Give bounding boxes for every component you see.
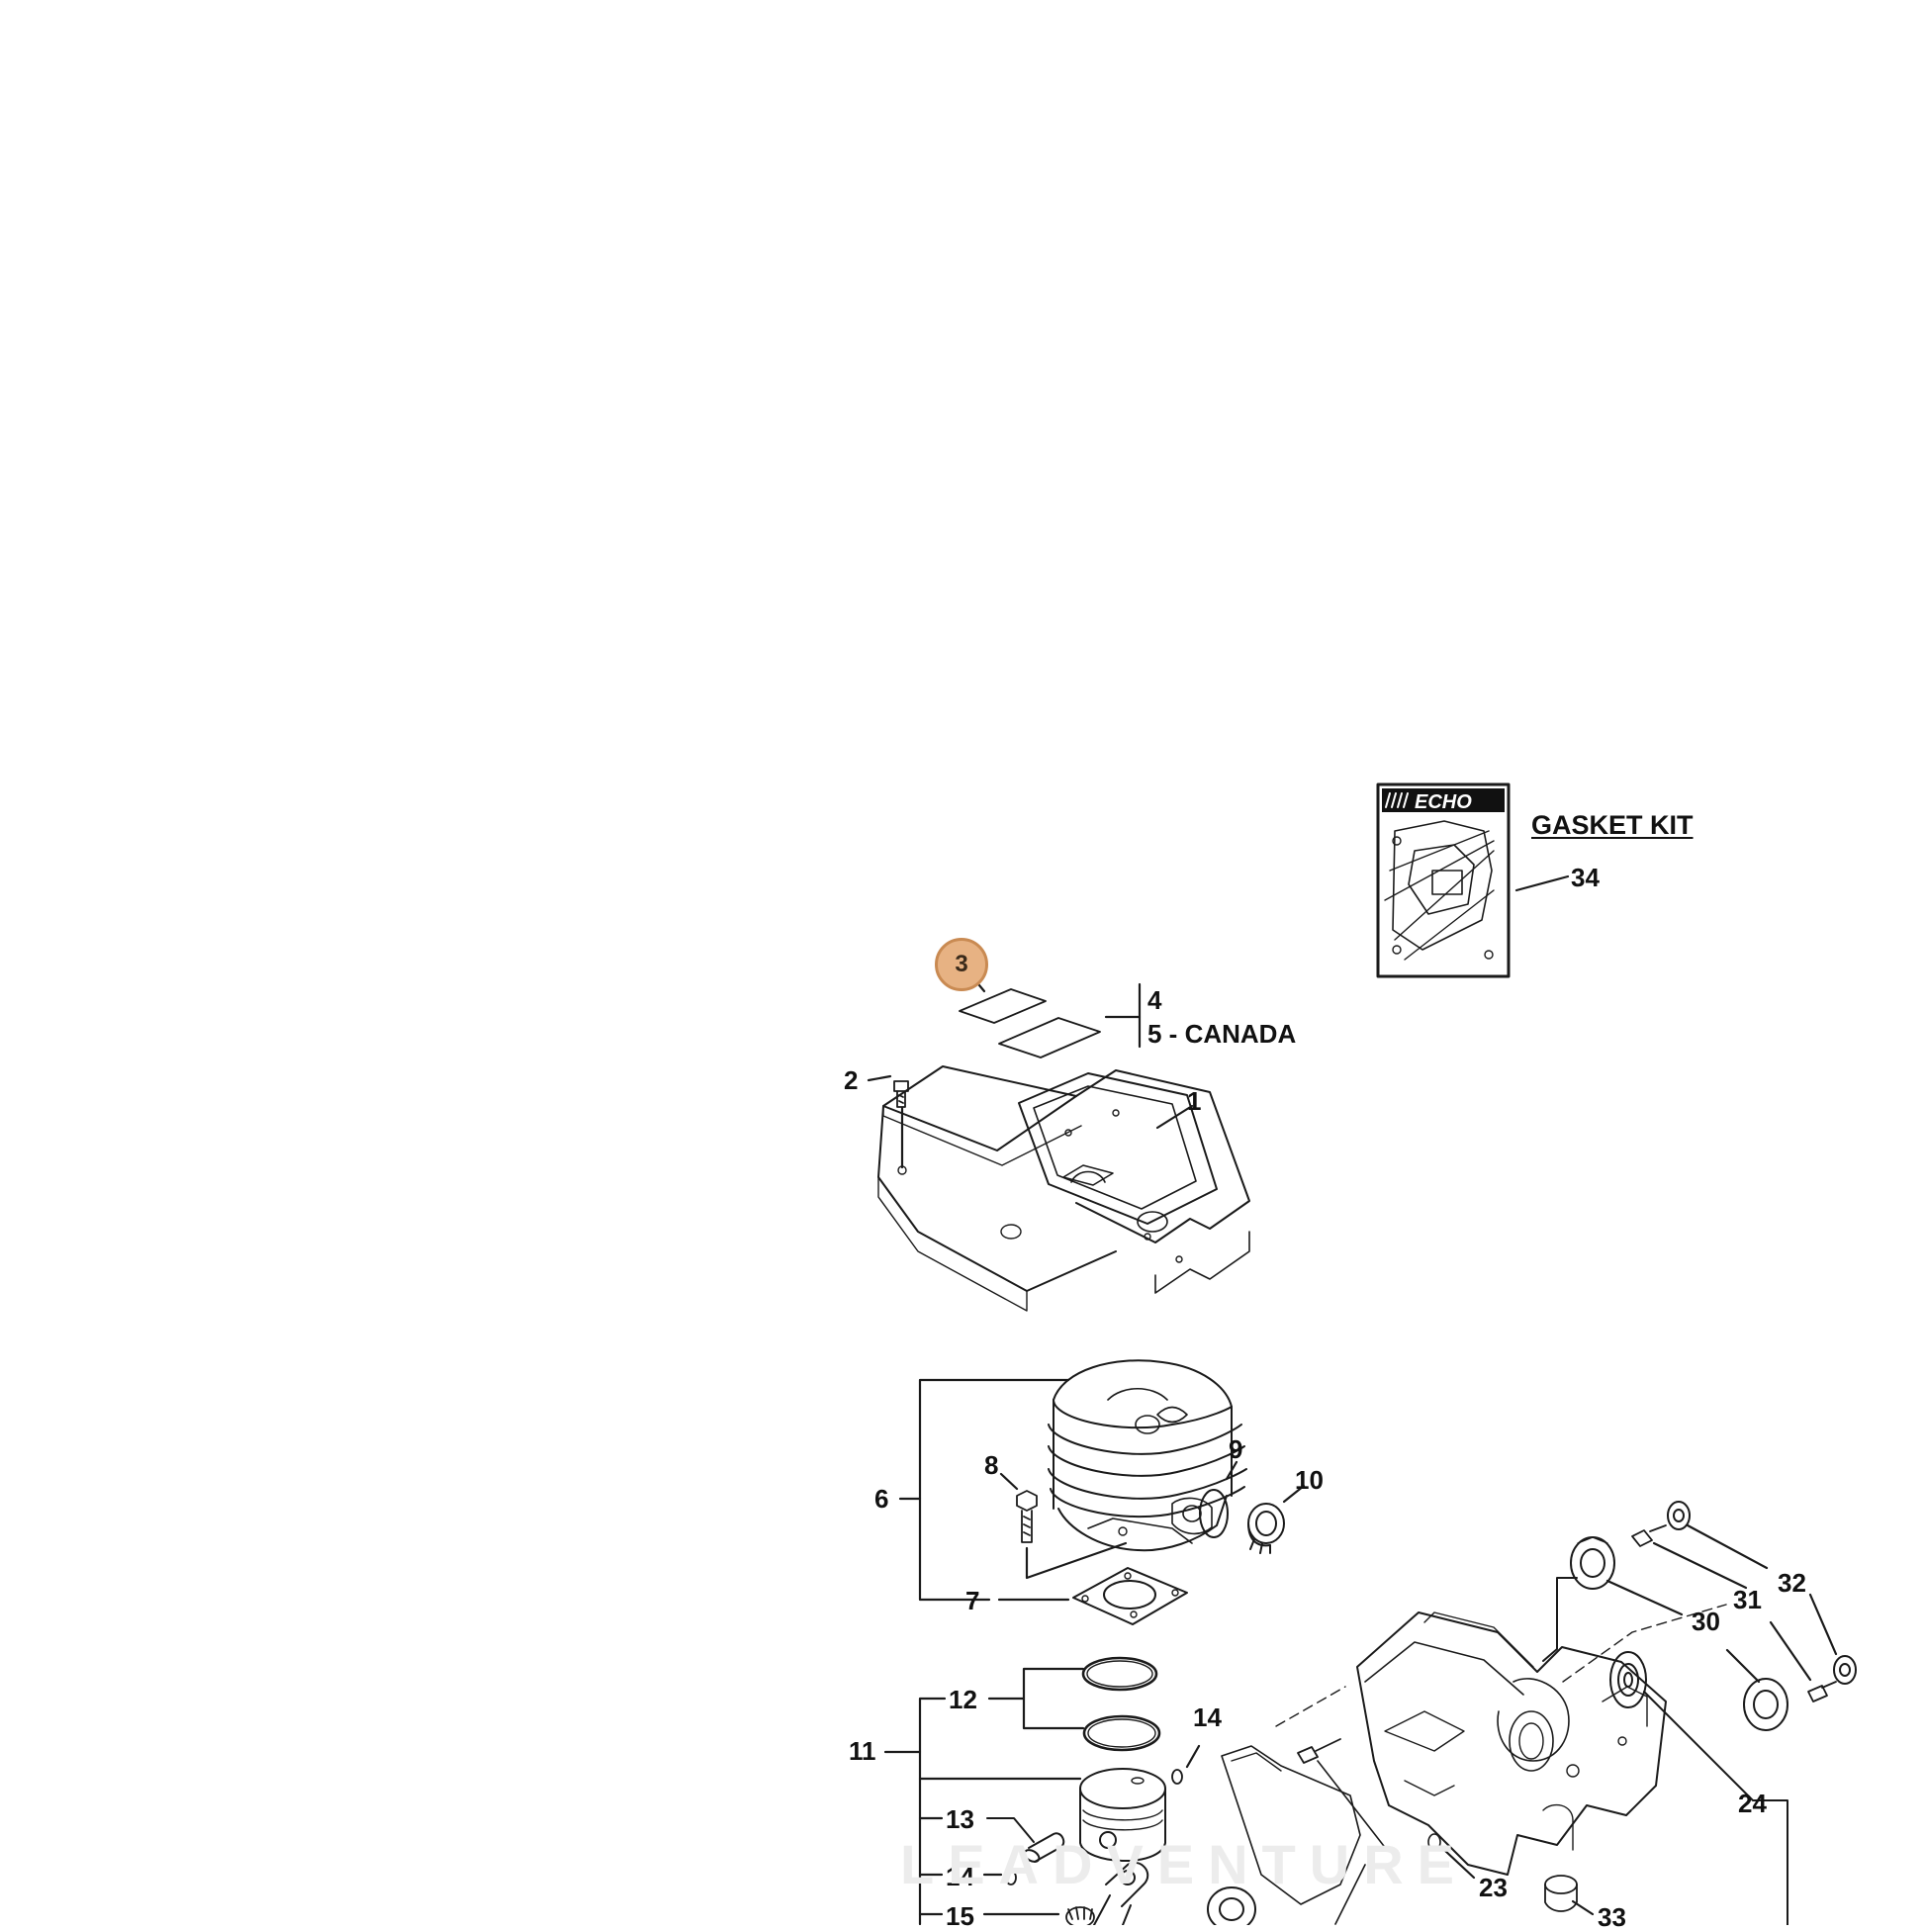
gasket-kit-icon: ECHO <box>1376 782 1511 978</box>
cylinder-6 <box>1048 1359 1247 1552</box>
echo-logo-text: ECHO <box>1415 791 1472 813</box>
label-part-6[interactable]: 6 <box>874 1484 889 1514</box>
gasket-kit-title[interactable]: GASKET KIT <box>1531 810 1694 840</box>
label-part-34[interactable]: 34 <box>1571 863 1600 892</box>
label-part-15[interactable]: 15 <box>946 1901 974 1931</box>
label-part-2[interactable]: 2 <box>844 1065 859 1095</box>
label-part-23[interactable]: 23 <box>1479 1873 1508 1902</box>
watermark: LEADVENTURE <box>900 1833 1469 1895</box>
bearing-15 <box>1065 1906 1095 1925</box>
top-cover-1 <box>877 1065 1250 1312</box>
label-part-14-b[interactable]: 14 <box>946 1862 974 1891</box>
piston-ring-a <box>1081 1656 1158 1692</box>
fitting-10 <box>1247 1503 1285 1554</box>
label-part-10[interactable]: 10 <box>1295 1465 1324 1495</box>
label-part-1[interactable]: 1 <box>1187 1086 1202 1116</box>
piston-11 <box>1079 1768 1166 1862</box>
callout-part-3[interactable]: 3 <box>935 938 988 991</box>
connecting-rod <box>1093 1862 1149 1925</box>
label-part-4[interactable]: 4 <box>1147 985 1162 1015</box>
label-part-9[interactable]: 9 <box>1229 1434 1243 1464</box>
label-part-8[interactable]: 8 <box>984 1450 999 1480</box>
plug-33 <box>1544 1875 1578 1912</box>
pin-23 <box>1427 1833 1441 1851</box>
crankcase-gasket <box>1221 1745 1361 1905</box>
clip-14a <box>1005 1870 1017 1886</box>
decal-4-5 <box>998 1017 1101 1058</box>
label-part-30[interactable]: 30 <box>1692 1607 1720 1636</box>
bolt-8 <box>1016 1490 1038 1543</box>
label-part-31[interactable]: 31 <box>1733 1585 1762 1614</box>
bolt-31a <box>1631 1524 1667 1547</box>
label-part-7[interactable]: 7 <box>965 1586 980 1615</box>
label-part-13[interactable]: 13 <box>946 1804 974 1834</box>
piston-ring-b <box>1082 1714 1161 1752</box>
washer-32a <box>1667 1501 1691 1530</box>
bolt-23 <box>1297 1738 1341 1764</box>
av-mount-30b <box>1743 1678 1788 1731</box>
label-part-5-canada[interactable]: 5 - CANADA <box>1147 1019 1297 1049</box>
label-part-33[interactable]: 33 <box>1598 1902 1626 1932</box>
oring-9 <box>1199 1489 1229 1538</box>
bolt-2 <box>893 1080 909 1108</box>
seal-24 <box>1609 1651 1647 1708</box>
av-mount-30a <box>1570 1536 1615 1590</box>
gasket-7 <box>1072 1567 1188 1625</box>
label-part-24[interactable]: 24 <box>1738 1789 1767 1818</box>
washer-32b <box>1833 1655 1857 1685</box>
crankcase <box>1356 1611 1667 1876</box>
label-part-14-a[interactable]: 14 <box>1193 1702 1222 1732</box>
piston-pin-13 <box>1023 1832 1065 1863</box>
label-part-11[interactable]: 11 <box>849 1736 876 1766</box>
bolt-31b <box>1807 1681 1837 1702</box>
decal-3 <box>959 988 1047 1024</box>
clip-14b <box>1171 1769 1183 1785</box>
bearing-lower <box>1207 1886 1256 1925</box>
label-part-12[interactable]: 12 <box>949 1685 977 1714</box>
label-part-32[interactable]: 32 <box>1778 1568 1806 1598</box>
